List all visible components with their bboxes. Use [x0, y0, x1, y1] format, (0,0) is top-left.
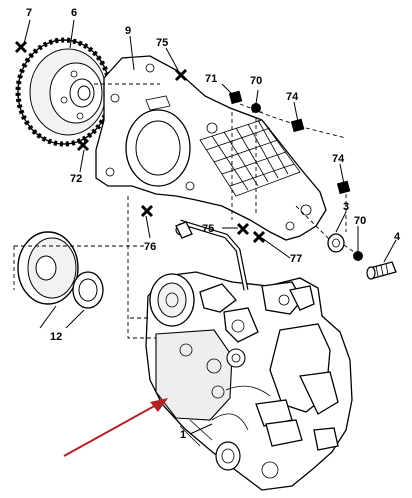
square-marker-group	[228, 90, 351, 195]
mounting-bracket	[95, 55, 327, 241]
callout-4: 4	[394, 231, 401, 243]
red-arrow	[63, 398, 168, 457]
callout-71: 71	[205, 73, 217, 85]
cross-marker	[252, 230, 266, 244]
bolt	[366, 261, 397, 280]
fuel-pipe	[175, 219, 249, 291]
injection-pump	[145, 271, 353, 491]
cross-marker	[236, 222, 250, 236]
washer	[327, 233, 345, 253]
dot-marker-group	[251, 103, 363, 261]
callout-77: 77	[290, 253, 302, 265]
callout-1: 1	[180, 429, 186, 441]
cross-marker	[140, 204, 154, 218]
callout-70-top: 70	[250, 75, 262, 87]
seal-rings	[17, 231, 104, 309]
cross-marker	[76, 138, 90, 152]
callout-75-top: 75	[156, 37, 168, 49]
callout-7: 7	[26, 7, 32, 19]
dot-marker	[353, 251, 363, 261]
square-marker	[336, 180, 351, 195]
callout-70-right: 70	[354, 215, 366, 227]
callout-labels: 7 6 9 75 71 70 74 72 74 3 70 4 76 75 77 …	[26, 7, 401, 441]
cross-marker	[174, 68, 188, 82]
callout-76: 76	[144, 241, 156, 253]
dot-marker	[251, 103, 261, 113]
callout-12: 12	[50, 331, 62, 343]
cross-marker	[14, 40, 28, 54]
callout-75-mid: 75	[202, 223, 214, 235]
cross-marker-group	[14, 40, 266, 244]
callout-74-top: 74	[286, 91, 299, 103]
callout-9: 9	[125, 25, 131, 37]
callout-74-right: 74	[332, 153, 345, 165]
callout-6: 6	[71, 7, 77, 19]
square-marker	[228, 90, 243, 105]
leader-lines	[23, 19, 397, 435]
square-marker	[290, 118, 305, 133]
callout-3: 3	[343, 201, 349, 213]
sprocket-gear	[15, 37, 113, 147]
callout-72: 72	[70, 173, 82, 185]
